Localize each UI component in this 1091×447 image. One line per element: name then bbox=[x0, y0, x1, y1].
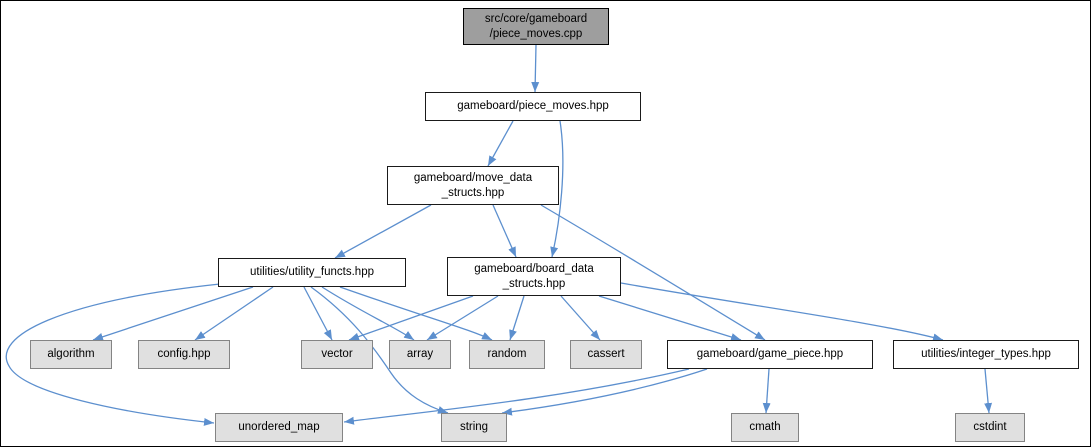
node-gameboard-move-data-structs-hpp[interactable]: gameboard/move_data _structs.hpp bbox=[387, 166, 559, 205]
edge-game_piece_hpp-to-unordered_map bbox=[343, 368, 690, 425]
edge-board_data_structs_hpp-to-vector bbox=[348, 295, 474, 341]
edge-board_data_structs_hpp-to-random bbox=[509, 295, 525, 341]
edge-piece_moves_hpp-to-move_data_structs_hpp bbox=[487, 120, 514, 167]
node-gameboard-piece-moves-hpp[interactable]: gameboard/piece_moves.hpp bbox=[425, 92, 641, 121]
node-string: string bbox=[441, 413, 507, 442]
node-cstdint: cstdint bbox=[955, 413, 1025, 442]
node-src-core-gameboard-piece-moves-cpp: src/core/gameboard /piece_moves.cpp bbox=[463, 8, 609, 45]
edge-board_data_structs_hpp-to-game_piece_hpp bbox=[598, 295, 742, 341]
edge-board_data_structs_hpp-to-integer_types_hpp bbox=[620, 282, 944, 342]
edge-utility_functs_hpp-to-config_hpp bbox=[194, 286, 274, 341]
edge-utility_functs_hpp-to-random bbox=[339, 286, 493, 341]
edge-utility_functs_hpp-to-algorithm bbox=[92, 286, 254, 341]
edge-game_piece_hpp-to-cmath bbox=[762, 368, 771, 414]
edge-integer_types_hpp-to-cstdint bbox=[984, 368, 993, 414]
node-gameboard-game-piece-hpp[interactable]: gameboard/game_piece.hpp bbox=[667, 340, 873, 369]
node-utilities-utility-functs-hpp[interactable]: utilities/utility_functs.hpp bbox=[218, 258, 406, 287]
edge-utility_functs_hpp-to-vector bbox=[303, 286, 333, 341]
node-utilities-integer-types-hpp[interactable]: utilities/integer_types.hpp bbox=[893, 340, 1079, 369]
edge-move_data_structs_hpp-to-board_data_structs_hpp bbox=[492, 204, 517, 258]
edge-utility_functs_hpp-to-unordered_map bbox=[5, 283, 221, 426]
edge-board_data_structs_hpp-to-array bbox=[426, 295, 499, 341]
node-unordered-map: unordered_map bbox=[215, 413, 343, 442]
edge-piece_moves_cpp-to-piece_moves_hpp bbox=[531, 44, 540, 93]
edge-game_piece_hpp-to-string bbox=[501, 368, 708, 416]
edge-piece_moves_hpp-to-board_data_structs_hpp bbox=[550, 120, 564, 258]
edge-move_data_structs_hpp-to-game_piece_hpp bbox=[540, 204, 766, 341]
node-cassert: cassert bbox=[570, 340, 642, 369]
edge-move_data_structs_hpp-to-utility_functs_hpp bbox=[334, 204, 432, 259]
node-cmath: cmath bbox=[731, 413, 799, 442]
node-random: random bbox=[469, 340, 545, 369]
node-algorithm: algorithm bbox=[30, 340, 112, 369]
node-config-hpp: config.hpp bbox=[138, 340, 230, 369]
node-gameboard-board-data-structs-hpp[interactable]: gameboard/board_data _structs.hpp bbox=[447, 257, 621, 296]
edge-utility_functs_hpp-to-string bbox=[310, 286, 449, 414]
node-array: array bbox=[389, 340, 451, 369]
node-vector: vector bbox=[301, 340, 373, 369]
edge-board_data_structs_hpp-to-cassert bbox=[560, 295, 601, 341]
edge-utility_functs_hpp-to-array bbox=[321, 286, 415, 341]
